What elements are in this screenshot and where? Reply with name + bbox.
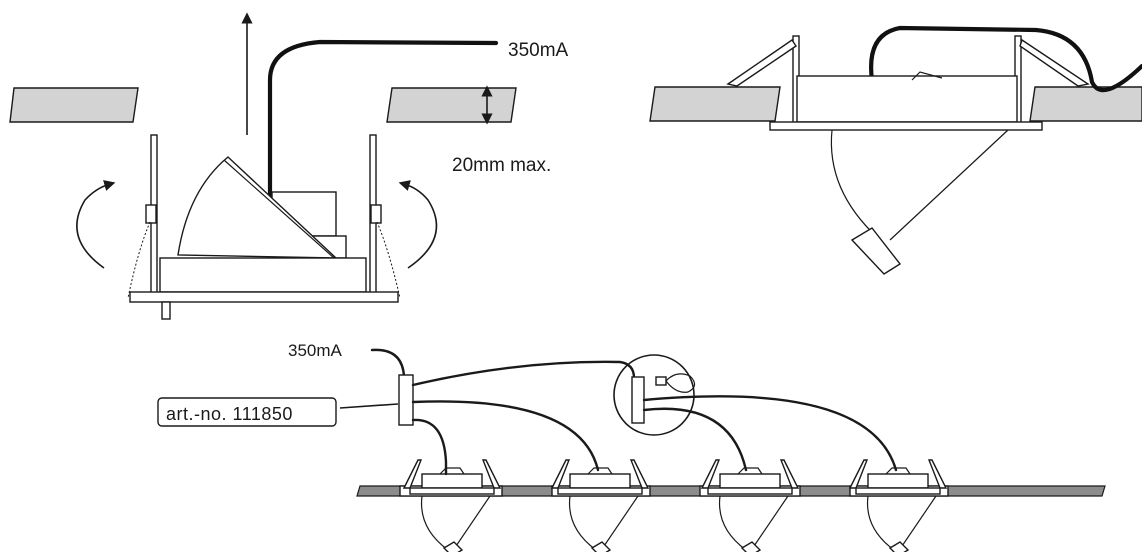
end-cap-icon [655,376,667,386]
ceiling-right [386,87,517,123]
article-number-box [157,397,337,427]
current-label-bottom: 350mA [288,341,343,360]
link-cable [411,360,636,387]
branch-cable [411,418,448,476]
branch-cable [642,395,898,472]
ceiling-left [9,87,139,123]
detail-circle [613,354,695,436]
wiring-distribution-view: 350mA art.-no. 111850 [157,341,1106,552]
distributor-box [398,374,414,426]
curved-arrow-icon [398,180,438,269]
supply-cable-top [267,39,499,198]
current-label-top: 350mA [508,40,569,61]
installed-tilted-view [649,25,1142,275]
downlight-fixture-front [127,134,401,320]
branch-cable [642,407,748,472]
article-number-label: art.-no. 111850 [166,404,293,424]
branch-cable [411,400,600,472]
ceiling-right-installed [1029,86,1142,122]
max-thickness-label: 20mm max. [452,155,551,176]
supply-cable-installed [869,25,1142,93]
ceiling-left-installed [649,86,781,122]
installation-step-view: 20mm max. 350mA [9,12,569,320]
input-cable [370,348,406,378]
curved-arrow-icon [76,180,116,269]
distributor-box-end [631,376,645,424]
